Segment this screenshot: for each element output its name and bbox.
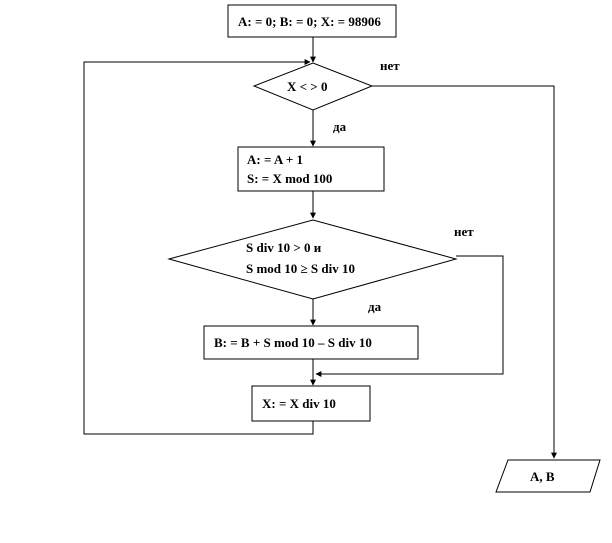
body-block [237, 146, 385, 192]
inner-decision [167, 219, 458, 300]
body-line1: A: = A + 1 [247, 152, 303, 167]
output-block [495, 459, 601, 493]
outer-no-label: нет [380, 58, 400, 73]
outer-decision-text: X < > 0 [287, 79, 327, 94]
update-x-block [251, 385, 371, 422]
update-b-block [203, 325, 419, 360]
arrow-inner-no [315, 255, 504, 377]
outer-yes-label: да [333, 119, 347, 134]
update-x-text: X: = X div 10 [262, 396, 336, 411]
inner-yes-label: да [368, 299, 382, 314]
inner-no-label: нет [454, 224, 474, 239]
init-block [227, 4, 397, 38]
body-line2: S: = X mod 100 [247, 171, 332, 186]
inner-decision-line2: S mod 10 ≥ S div 10 [246, 261, 355, 276]
arrow-loop-back [83, 59, 314, 435]
inner-decision-line1: S div 10 > 0 и [246, 240, 322, 255]
update-b-text: B: = B + S mod 10 – S div 10 [214, 335, 372, 350]
output-text: A, B [530, 469, 555, 484]
init-block-text: A: = 0; B: = 0; X: = 98906 [238, 14, 381, 29]
arrow-outer-no [372, 85, 557, 459]
